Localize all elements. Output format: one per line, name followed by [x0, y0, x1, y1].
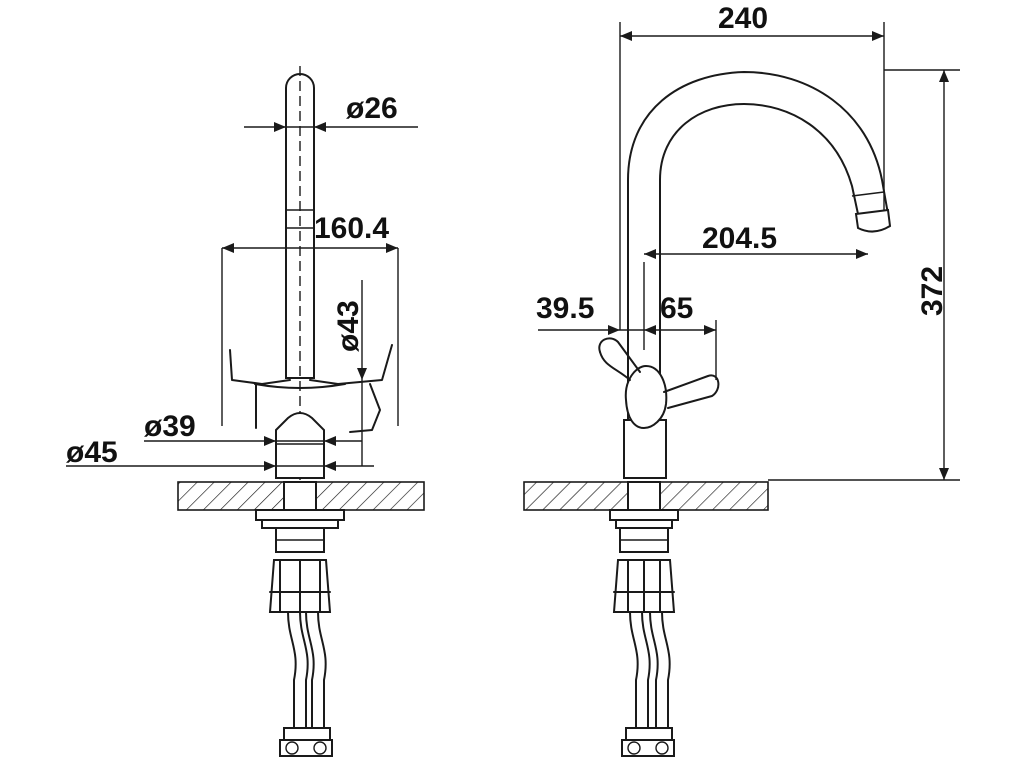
mounting-side	[609, 481, 679, 757]
handle-front	[229, 344, 393, 433]
dim-spout-reach-total: 240	[619, 2, 885, 330]
label-spout-reach-outlet: 204.5	[702, 222, 777, 255]
label-spout-diameter: ø26	[346, 92, 398, 125]
side-view: 240 204.5 39.5 65 372	[523, 2, 960, 757]
dim-base-diameter: ø45	[66, 436, 374, 471]
label-collar-diameter: ø39	[144, 410, 196, 443]
spout-side	[627, 71, 892, 479]
spout-front	[285, 66, 315, 480]
dim-collar-diameter: ø39	[144, 410, 362, 446]
label-base-diameter: ø45	[66, 436, 118, 469]
lever-side	[598, 337, 720, 479]
dim-lever-offsets: 39.5 65	[536, 262, 717, 380]
dim-body-diameter: ø43	[332, 280, 367, 466]
label-lever-front: 65	[660, 292, 693, 325]
dim-handle-width: 160.4	[221, 212, 399, 426]
mounting-front	[255, 481, 345, 757]
label-lever-back: 39.5	[536, 292, 594, 325]
dim-spout-diameter: ø26	[244, 92, 418, 132]
label-total-height: 372	[916, 266, 949, 316]
label-spout-reach-total: 240	[718, 2, 768, 35]
label-body-diameter: ø43	[332, 300, 365, 352]
front-view: ø26 160.4 ø43 ø39 ø45	[66, 66, 425, 757]
collar-front	[275, 412, 325, 479]
dim-spout-reach-outlet: 204.5	[644, 222, 868, 259]
label-handle-width: 160.4	[314, 212, 389, 245]
dim-total-height: 372	[768, 69, 960, 481]
